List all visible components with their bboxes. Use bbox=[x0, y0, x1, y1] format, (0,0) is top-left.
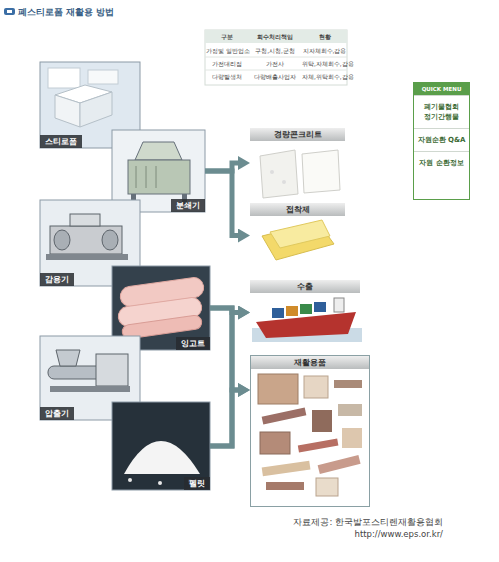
title-icon bbox=[4, 8, 15, 15]
crusher-slat bbox=[146, 166, 147, 188]
product-block bbox=[260, 432, 290, 454]
image-panel: 잉고트 bbox=[112, 266, 210, 350]
product-bar bbox=[262, 408, 307, 425]
product-bar bbox=[266, 482, 304, 490]
product-bar bbox=[334, 380, 362, 388]
pellet-photo bbox=[112, 402, 210, 490]
table-rule bbox=[205, 70, 347, 71]
concrete-texture bbox=[282, 180, 286, 184]
diagram-title: 폐스티로폼 재활용 방법 bbox=[18, 6, 114, 19]
concrete-texture bbox=[270, 170, 274, 174]
crusher-slat bbox=[156, 166, 157, 188]
menu-link: 폐기물협회 정기간행물 bbox=[414, 95, 469, 128]
panel-label: 분쇄기 bbox=[171, 199, 205, 212]
crusher-hopper bbox=[135, 142, 182, 160]
flow-arrow bbox=[210, 308, 240, 390]
flow-arrow bbox=[210, 390, 240, 446]
table-cell: 자체,위탁회수,감용 bbox=[302, 71, 347, 83]
panel-label: 압출기 bbox=[40, 407, 74, 420]
ship-container bbox=[272, 308, 284, 318]
pellet-grain bbox=[128, 478, 132, 482]
title-icon-mark bbox=[7, 10, 12, 13]
image-panel: 경량콘크리트 bbox=[250, 128, 345, 203]
table-cell: 구청,시청,군청 bbox=[248, 45, 302, 57]
compactor-body bbox=[50, 226, 122, 254]
table-cell: 지자체회수,감용 bbox=[302, 45, 347, 57]
flow-arrow bbox=[210, 308, 240, 313]
concrete-block bbox=[260, 150, 298, 198]
product-block bbox=[342, 428, 362, 448]
image-panel: 스티로폼 bbox=[40, 62, 140, 148]
menu-link: 자원순환 Q&A bbox=[414, 128, 469, 151]
compactor-roller bbox=[102, 230, 118, 250]
extruder-box bbox=[96, 354, 128, 386]
product-frame-box: 재활용품 bbox=[250, 355, 370, 507]
table-cell: 가전대리점 bbox=[206, 58, 248, 70]
result-label: 접착제 bbox=[250, 203, 345, 216]
table-cell: 다량발생처 bbox=[206, 71, 248, 83]
ship-hull bbox=[256, 312, 356, 338]
product-box bbox=[312, 410, 332, 432]
quick-menu: QUICK MENU폐기물협회 정기간행물자원순환 Q&A자원 순환정보 bbox=[413, 82, 470, 200]
ship-bridge bbox=[334, 298, 344, 312]
panel-label: 감용기 bbox=[40, 273, 74, 286]
image-panel: 분쇄기 bbox=[112, 130, 205, 212]
panel-label: 펠릿 bbox=[184, 477, 210, 490]
ship-container bbox=[314, 302, 326, 312]
image-panel: 수출 bbox=[250, 280, 360, 345]
product-frame bbox=[304, 376, 328, 398]
menu-header: QUICK MENU bbox=[414, 83, 469, 95]
menu-link: 자원 순환정보 bbox=[414, 151, 469, 174]
table-header-cell: 현황 bbox=[302, 31, 347, 43]
table-cell: 다량배출사업자 bbox=[248, 71, 302, 83]
extruder-base bbox=[50, 386, 130, 392]
concrete-block bbox=[302, 150, 340, 193]
image-panel: 접착제 bbox=[250, 203, 345, 268]
product-block bbox=[338, 404, 362, 416]
image-panel: 압출기 bbox=[40, 336, 140, 420]
flow-arrow bbox=[205, 171, 240, 236]
panel-label: 잉고트 bbox=[176, 337, 210, 350]
table-header-cell: 회수처리책임 bbox=[248, 31, 302, 43]
compactor-roller bbox=[54, 230, 70, 250]
table-cell: 가전사 bbox=[248, 58, 302, 70]
crusher-slat bbox=[136, 166, 137, 188]
compactor-base bbox=[46, 254, 128, 260]
product-bar bbox=[262, 461, 311, 477]
product-bar bbox=[318, 455, 361, 474]
result-label: 수출 bbox=[250, 280, 360, 293]
table-header bbox=[205, 30, 347, 43]
result-label: 재활용품 bbox=[251, 356, 369, 369]
table-cell: 가정및 일반업소 bbox=[206, 45, 248, 57]
ship-container bbox=[300, 304, 312, 314]
foam-block bbox=[55, 95, 80, 127]
extruder-hopper bbox=[56, 350, 80, 366]
ship-container bbox=[286, 306, 298, 316]
table-rule bbox=[205, 57, 347, 58]
adhesive-sheet bbox=[270, 220, 330, 248]
pellet-grain bbox=[158, 481, 162, 485]
pellet-heap bbox=[124, 441, 200, 474]
table-header-cell: 구분 bbox=[206, 31, 248, 43]
flow-arrow bbox=[210, 313, 240, 447]
result-label: 경량콘크리트 bbox=[250, 128, 345, 141]
image-panel: 감용기 bbox=[40, 200, 140, 286]
source-caption: 자료제공: 한국발포스티렌재활용협회 http://www.eps.or.kr/ bbox=[268, 516, 443, 540]
compactor-hopper bbox=[70, 214, 100, 226]
image-panel: 펠릿 bbox=[112, 402, 210, 490]
product-tray bbox=[258, 374, 298, 404]
foam-block bbox=[48, 68, 80, 88]
table-frame bbox=[205, 30, 347, 85]
foam-sheet bbox=[88, 70, 118, 84]
foam-block bbox=[80, 92, 112, 127]
panel-label: 스티로폼 bbox=[40, 135, 82, 148]
product-block bbox=[316, 478, 338, 496]
flow-arrow bbox=[205, 163, 240, 171]
table-cell: 위탁,자체회수,감용 bbox=[302, 58, 347, 70]
product-bar bbox=[298, 439, 339, 453]
crusher-body bbox=[128, 160, 190, 194]
